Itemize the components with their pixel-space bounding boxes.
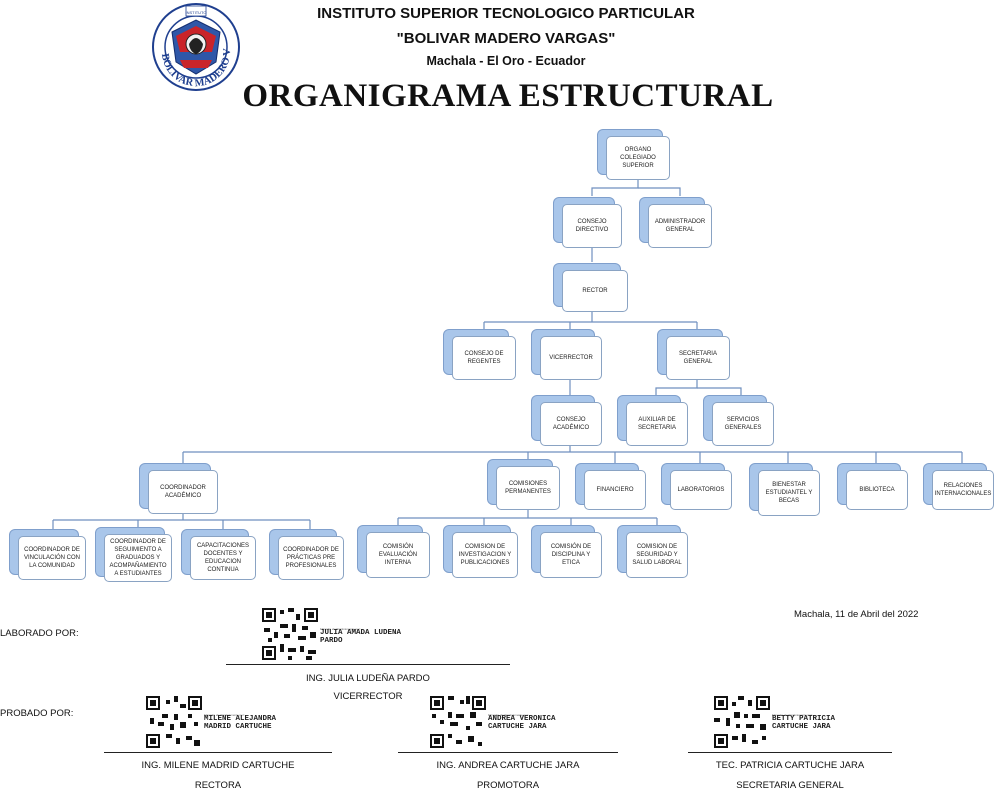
sig1-name: ING. JULIA LUDEÑA PARDO [306, 673, 430, 684]
elaborado-label: LABORADO POR: [0, 628, 79, 639]
node-consejo-academico: CONSEJO ACADÉMICO [540, 402, 602, 446]
node-consejo-regentes: CONSEJO DE REGENTES [452, 336, 516, 380]
node-bienestar-estudiantil: BIENESTAR ESTUDIANTEL Y BECAS [758, 470, 820, 516]
sig2-line [104, 752, 332, 753]
institute-name-line1: INSTITUTO SUPERIOR TECNOLOGICO PARTICULA… [317, 5, 695, 22]
org-chart-connectors [52, 180, 963, 530]
sig2-name: ING. MILENE MADRID CARTUCHE [141, 760, 295, 771]
sig4-tiny: Firmado electrónicamente por: [772, 713, 813, 717]
node-vicerrector: VICERRECTOR [540, 336, 602, 380]
node-administrador-general: ADMINISTRADOR GENERAL [648, 204, 712, 248]
sig4-line [688, 752, 892, 753]
node-secretaria-general: SECRETARIA GENERAL [666, 336, 730, 380]
aprobado-label: PROBADO POR: [0, 708, 74, 719]
sig4-role: SECRETARIA GENERAL [736, 780, 844, 791]
institute-name-line2: "BOLIVAR MADERO VARGAS" [396, 30, 616, 47]
node-relaciones-internacionales: RELACIONES INTERNACIONALES [932, 470, 994, 510]
node-comision-seguridad: COMISION DE SEGURIDAD Y SALUD LABORAL [626, 532, 688, 578]
qr-code-signature-milene [146, 696, 202, 748]
institute-logo: BOLIVAR MADERO VARGAS INSTITUTO [146, 0, 242, 92]
document-date: Machala, 11 de Abril del 2022 [794, 609, 919, 620]
node-coord-practicas: COORDINADOR DE PRÁCTICAS PRE PROFESIONAL… [278, 536, 344, 580]
sig3-tiny: Firmado electrónicamente por: [488, 713, 529, 717]
sig2-tiny: Firmado electrónicamente por: [204, 713, 245, 717]
sig1-tiny: Firmado electrónicamente por: [320, 627, 361, 631]
sig3-line [398, 752, 618, 753]
node-consejo-directivo: CONSEJO DIRECTIVO [562, 204, 622, 248]
node-comisiones-permanentes: COMISIONES PERMANENTES [496, 466, 560, 510]
node-rector: RECTOR [562, 270, 628, 312]
qr-code-signature-andrea [430, 696, 486, 748]
node-laboratorios: LABORATORIOS [670, 470, 732, 510]
institute-location: Machala - El Oro - Ecuador [426, 54, 586, 68]
node-comision-investigacion: COMISION DE INVESTIGACION Y PUBLICACIONE… [452, 532, 518, 578]
sig3-role: PROMOTORA [476, 780, 540, 791]
node-coordinador-academico: COORDINADOR ACADÉMICO [148, 470, 218, 514]
qr-code-signature-patricia [714, 696, 770, 748]
node-coord-vinculacion: COORDINADOR DE VINCULACIÓN CON LA COMUNI… [18, 536, 86, 580]
sig1-stamp: JULIA AMADA LUDENA PARDO [320, 629, 402, 645]
sig3-stamp: ANDREA VERONICA CARTUCHE JARA [488, 715, 556, 731]
qr-code-signature-julia [262, 608, 318, 660]
sig4-name: TEC. PATRICIA CARTUCHE JARA [715, 760, 865, 771]
sig2-role: RECTORA [194, 780, 242, 791]
node-auxiliar-secretaria: AUXILIAR DE SECRETARIA [626, 402, 688, 446]
sig1-role: VICERRECTOR [333, 691, 403, 702]
logo-top-text: INSTITUTO [185, 10, 206, 15]
page-title: ORGANIGRAMA ESTRUCTURAL [242, 78, 774, 114]
sig1-line [226, 664, 510, 665]
sig2-stamp: MILENE ALEJANDRA MADRID CARTUCHE [204, 715, 277, 731]
sig4-stamp: BETTY PATRICIA CARTUCHE JARA [772, 715, 836, 731]
sig3-name: ING. ANDREA CARTUCHE JARA [436, 760, 580, 771]
node-organo-colegiado: ORGANO COLEGIADO SUPERIOR [606, 136, 670, 180]
node-comision-disciplina: COMISIÓN DE DISCIPLINA Y ETICA [540, 532, 602, 578]
node-servicios-generales: SERVICIOS GENERALES [712, 402, 774, 446]
node-financiero: FINANCIERO [584, 470, 646, 510]
node-capacitaciones: CAPACITACIONES DOCENTES Y EDUCACION CONT… [190, 536, 256, 580]
node-comision-evaluacion: COMISIÓN EVALUACIÓN INTERNA [366, 532, 430, 578]
node-coord-seguimiento: COORDINADOR DE SEGUIMIENTO A GRADUADOS Y… [104, 534, 172, 582]
node-biblioteca: BIBLIOTECA [846, 470, 908, 510]
